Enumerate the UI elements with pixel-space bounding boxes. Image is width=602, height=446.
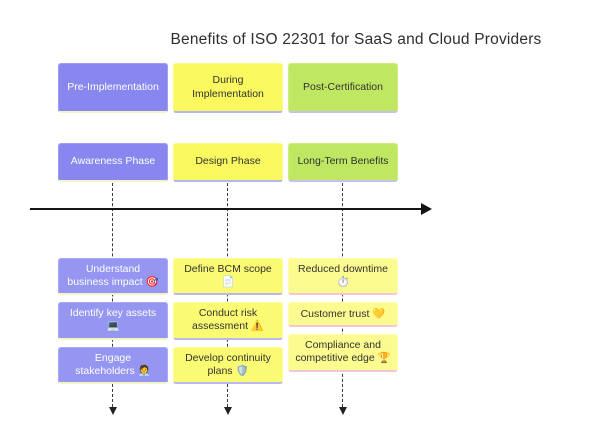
right-arrowhead-icon xyxy=(421,203,432,215)
down-arrowhead-icon xyxy=(109,407,117,415)
timeline-axis xyxy=(30,208,422,210)
event-box: Identify key assets 💻 xyxy=(58,302,168,340)
event-box: Develop continuity plans 🛡️ xyxy=(173,346,283,384)
section-box-pre-implementation: Pre-Implementation xyxy=(58,63,168,113)
down-arrowhead-icon xyxy=(224,407,232,415)
period-box-awareness-phase: Awareness Phase xyxy=(58,143,168,182)
event-box: Engage stakeholders 🧑‍💼 xyxy=(58,346,168,384)
event-column-pre-implementation: Understand business impact 🎯 Identify ke… xyxy=(58,258,168,384)
down-arrowhead-icon xyxy=(339,407,347,415)
event-box: Reduced downtime ⏱️ xyxy=(288,258,398,296)
event-column-during-implementation: Define BCM scope 📄 Conduct risk assessme… xyxy=(173,258,283,384)
diagram-title: Benefits of ISO 22301 for SaaS and Cloud… xyxy=(170,31,542,48)
period-box-long-term-benefits: Long-Term Benefits xyxy=(288,143,398,182)
event-box: Understand business impact 🎯 xyxy=(58,258,168,296)
section-box-during-implementation: During Implementation xyxy=(173,63,283,113)
event-box: Conduct risk assessment ⚠️ xyxy=(173,302,283,340)
event-column-post-certification: Reduced downtime ⏱️ Customer trust 💛 Com… xyxy=(288,258,398,372)
event-box: Define BCM scope 📄 xyxy=(173,258,283,296)
section-box-post-certification: Post-Certification xyxy=(288,63,398,113)
event-box: Compliance and competitive edge 🏆 xyxy=(288,334,398,372)
period-box-design-phase: Design Phase xyxy=(173,143,283,182)
event-box: Customer trust 💛 xyxy=(288,302,398,328)
